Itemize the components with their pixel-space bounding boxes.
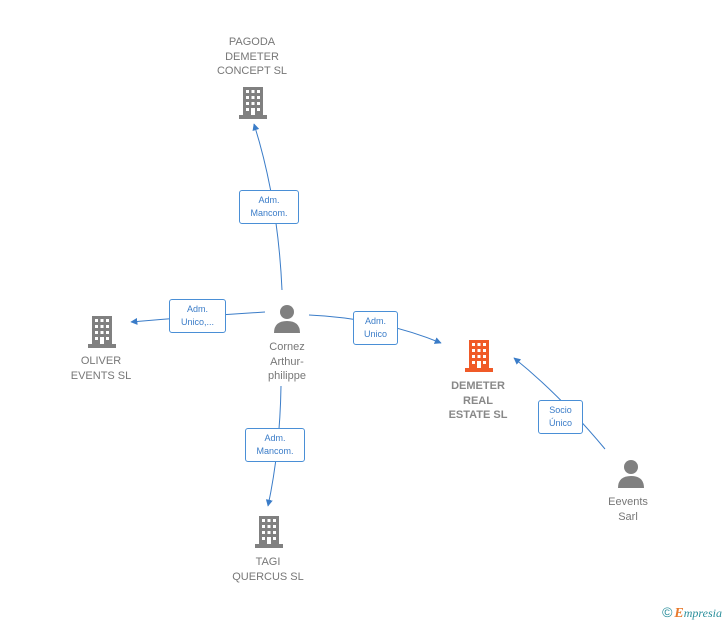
- node-label-oliver[interactable]: OLIVER EVENTS SL: [70, 355, 132, 382]
- empresia-logo[interactable]: ©Empresia: [662, 604, 722, 621]
- person-icon[interactable]: [616, 458, 646, 493]
- node-label-tagi[interactable]: TAGI QUERCUS SL: [232, 556, 304, 583]
- building-icon-highlight[interactable]: [463, 338, 495, 377]
- edge-label-eevents-to-demeter[interactable]: Socio Único: [538, 400, 583, 434]
- node-label-eevents[interactable]: Eevents Sarl: [608, 496, 648, 523]
- building-icon[interactable]: [86, 314, 118, 353]
- person-icon[interactable]: [272, 303, 302, 338]
- node-label-cornez[interactable]: Cornez Arthur- philippe: [268, 341, 306, 382]
- edge-label-to-oliver[interactable]: Adm. Unico,...: [169, 299, 226, 333]
- node-label-demeter[interactable]: DEMETER REAL ESTATE SL: [448, 380, 508, 421]
- node-label-pagoda[interactable]: PAGODA DEMETER CONCEPT SL: [216, 36, 288, 77]
- building-icon[interactable]: [237, 85, 269, 124]
- copyright-icon: ©: [662, 604, 673, 620]
- edge-label-to-pagoda[interactable]: Adm. Mancom.: [239, 190, 299, 224]
- edge-label-to-tagi[interactable]: Adm. Mancom.: [245, 428, 305, 462]
- edge-eevents-to-demeter: [513, 357, 606, 450]
- building-icon[interactable]: [253, 514, 285, 553]
- edge-label-to-demeter[interactable]: Adm. Unico: [353, 311, 398, 345]
